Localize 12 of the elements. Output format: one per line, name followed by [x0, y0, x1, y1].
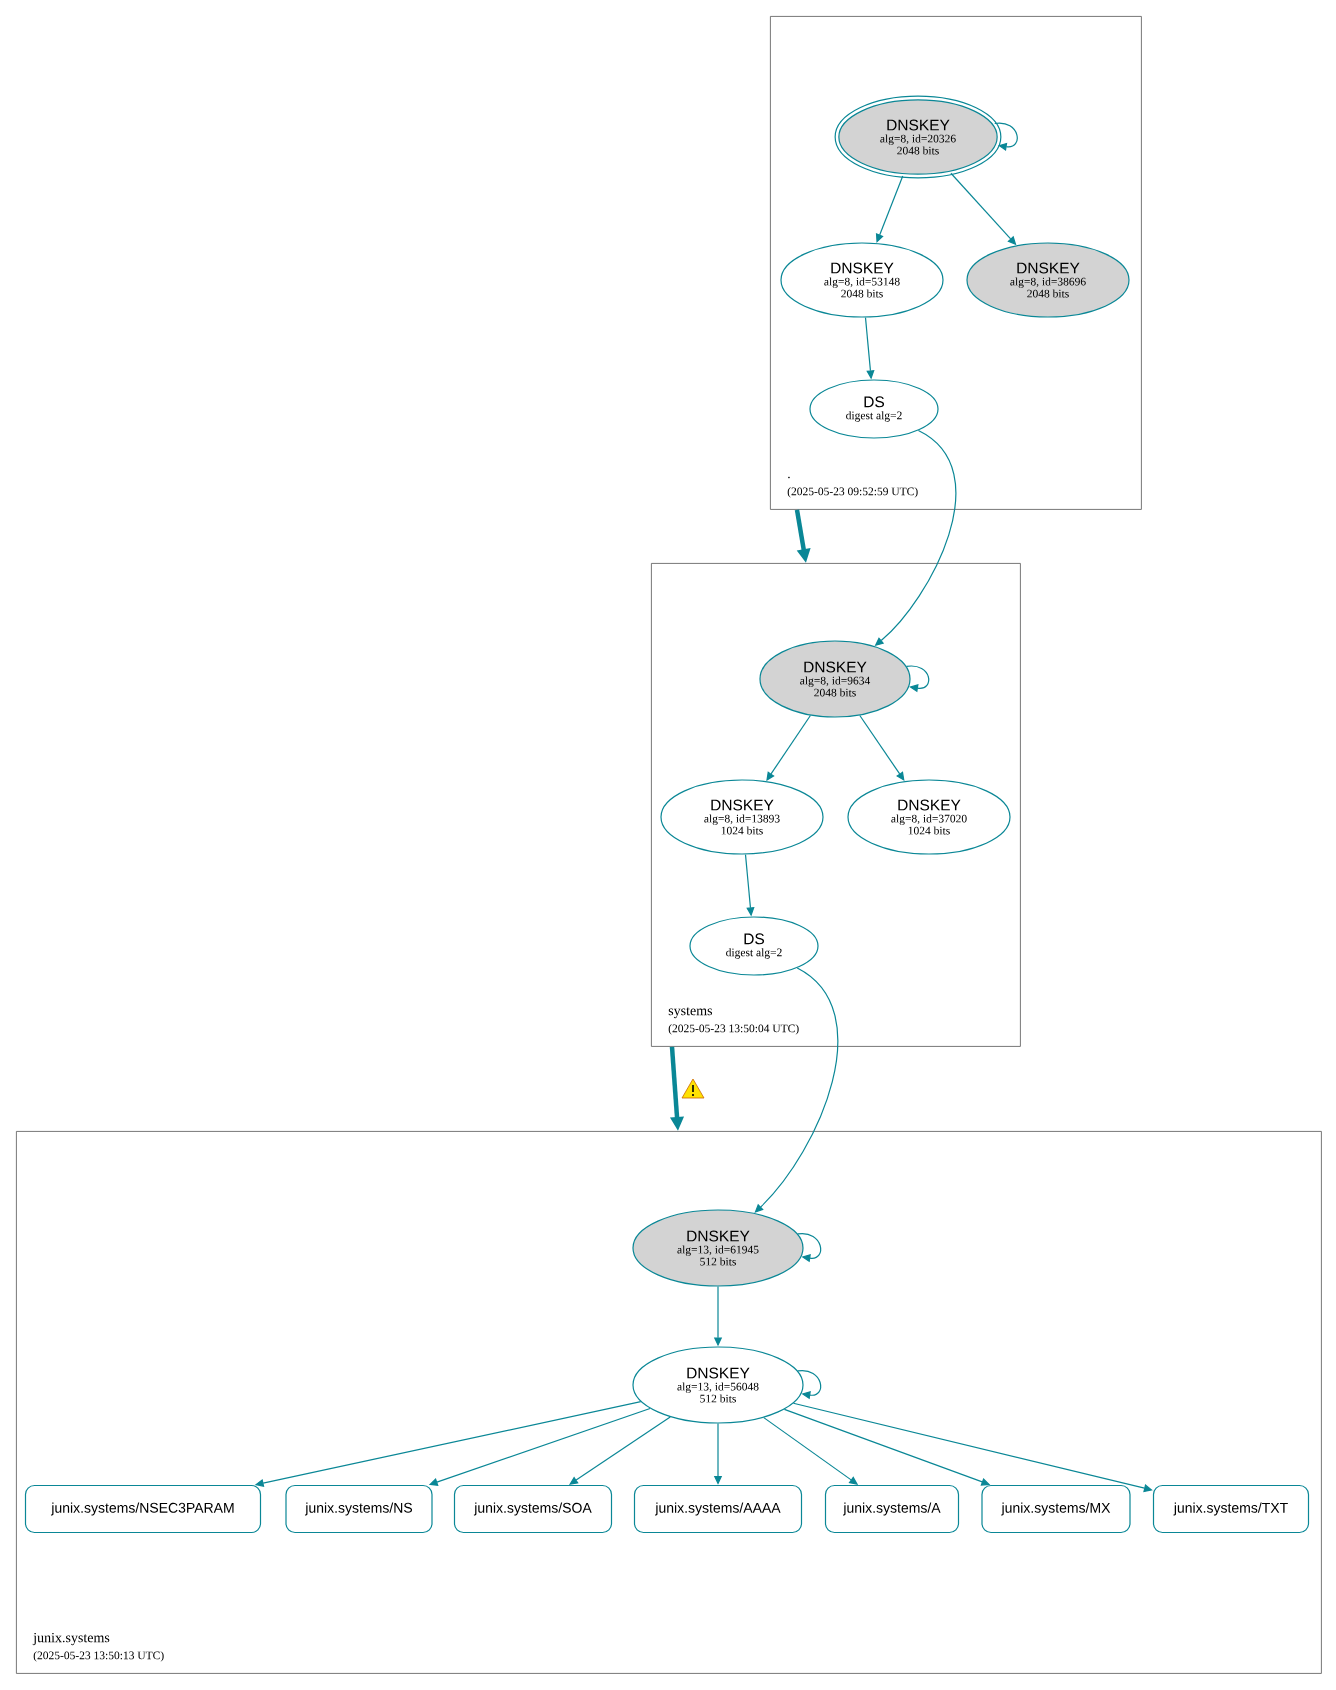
arrow	[797, 1233, 822, 1263]
arrow	[905, 665, 930, 693]
record-box: junix.systems/NS	[285, 1484, 433, 1534]
record-box: junix.systems/AAAA	[633, 1484, 803, 1534]
record-box: junix.systems/NSEC3PARAM	[24, 1484, 262, 1534]
record-box: junix.systems/MX	[981, 1484, 1131, 1534]
arrow	[875, 175, 904, 243]
arrow	[797, 1370, 822, 1400]
record-box: junix.systems/SOA	[453, 1484, 613, 1534]
arrow	[994, 122, 1018, 151]
record-box: junix.systems/TXT	[1152, 1484, 1310, 1534]
record-box: junix.systems/A	[824, 1484, 960, 1534]
